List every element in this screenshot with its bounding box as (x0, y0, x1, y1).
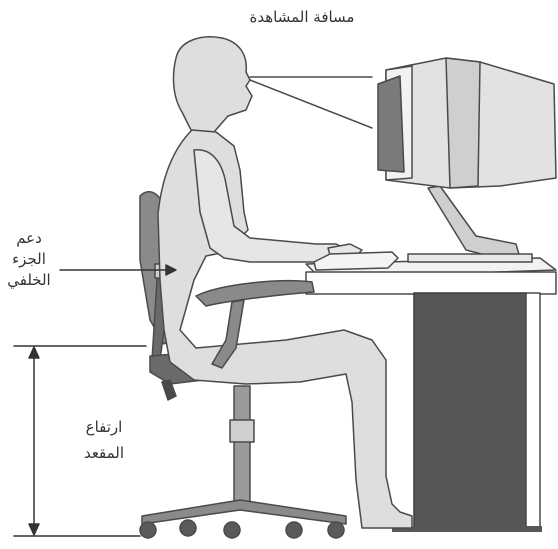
monitor (377, 57, 557, 189)
caster-wheel (327, 521, 345, 539)
lumbar-arrow (59, 264, 177, 276)
seat-height-dimension (13, 345, 147, 537)
lower-back-support-label: دعم الجزء الخلفي (0, 228, 58, 291)
desk (305, 257, 557, 532)
chair-armrest (195, 280, 315, 369)
lower-back-support-label-line: الخلفي (7, 271, 51, 289)
seat-height-label-line: ارتفاع (85, 418, 123, 436)
lower-back-support-label-line: الجزء (12, 250, 46, 268)
caster-wheel (223, 521, 241, 539)
monitor-stand (407, 185, 533, 263)
seat-height-label: ارتفاع المقعد (62, 414, 146, 466)
caster-wheel (285, 521, 303, 539)
caster-wheel (179, 519, 197, 537)
viewing-distance-lines (249, 76, 373, 129)
lower-back-support-label-line: دعم (16, 229, 42, 247)
chair-base (139, 385, 347, 539)
seat-height-label-line: المقعد (83, 444, 125, 462)
caster-wheel (139, 521, 157, 539)
keyboard (313, 251, 399, 271)
viewing-distance-label: مسافة المشاهدة (249, 8, 355, 26)
